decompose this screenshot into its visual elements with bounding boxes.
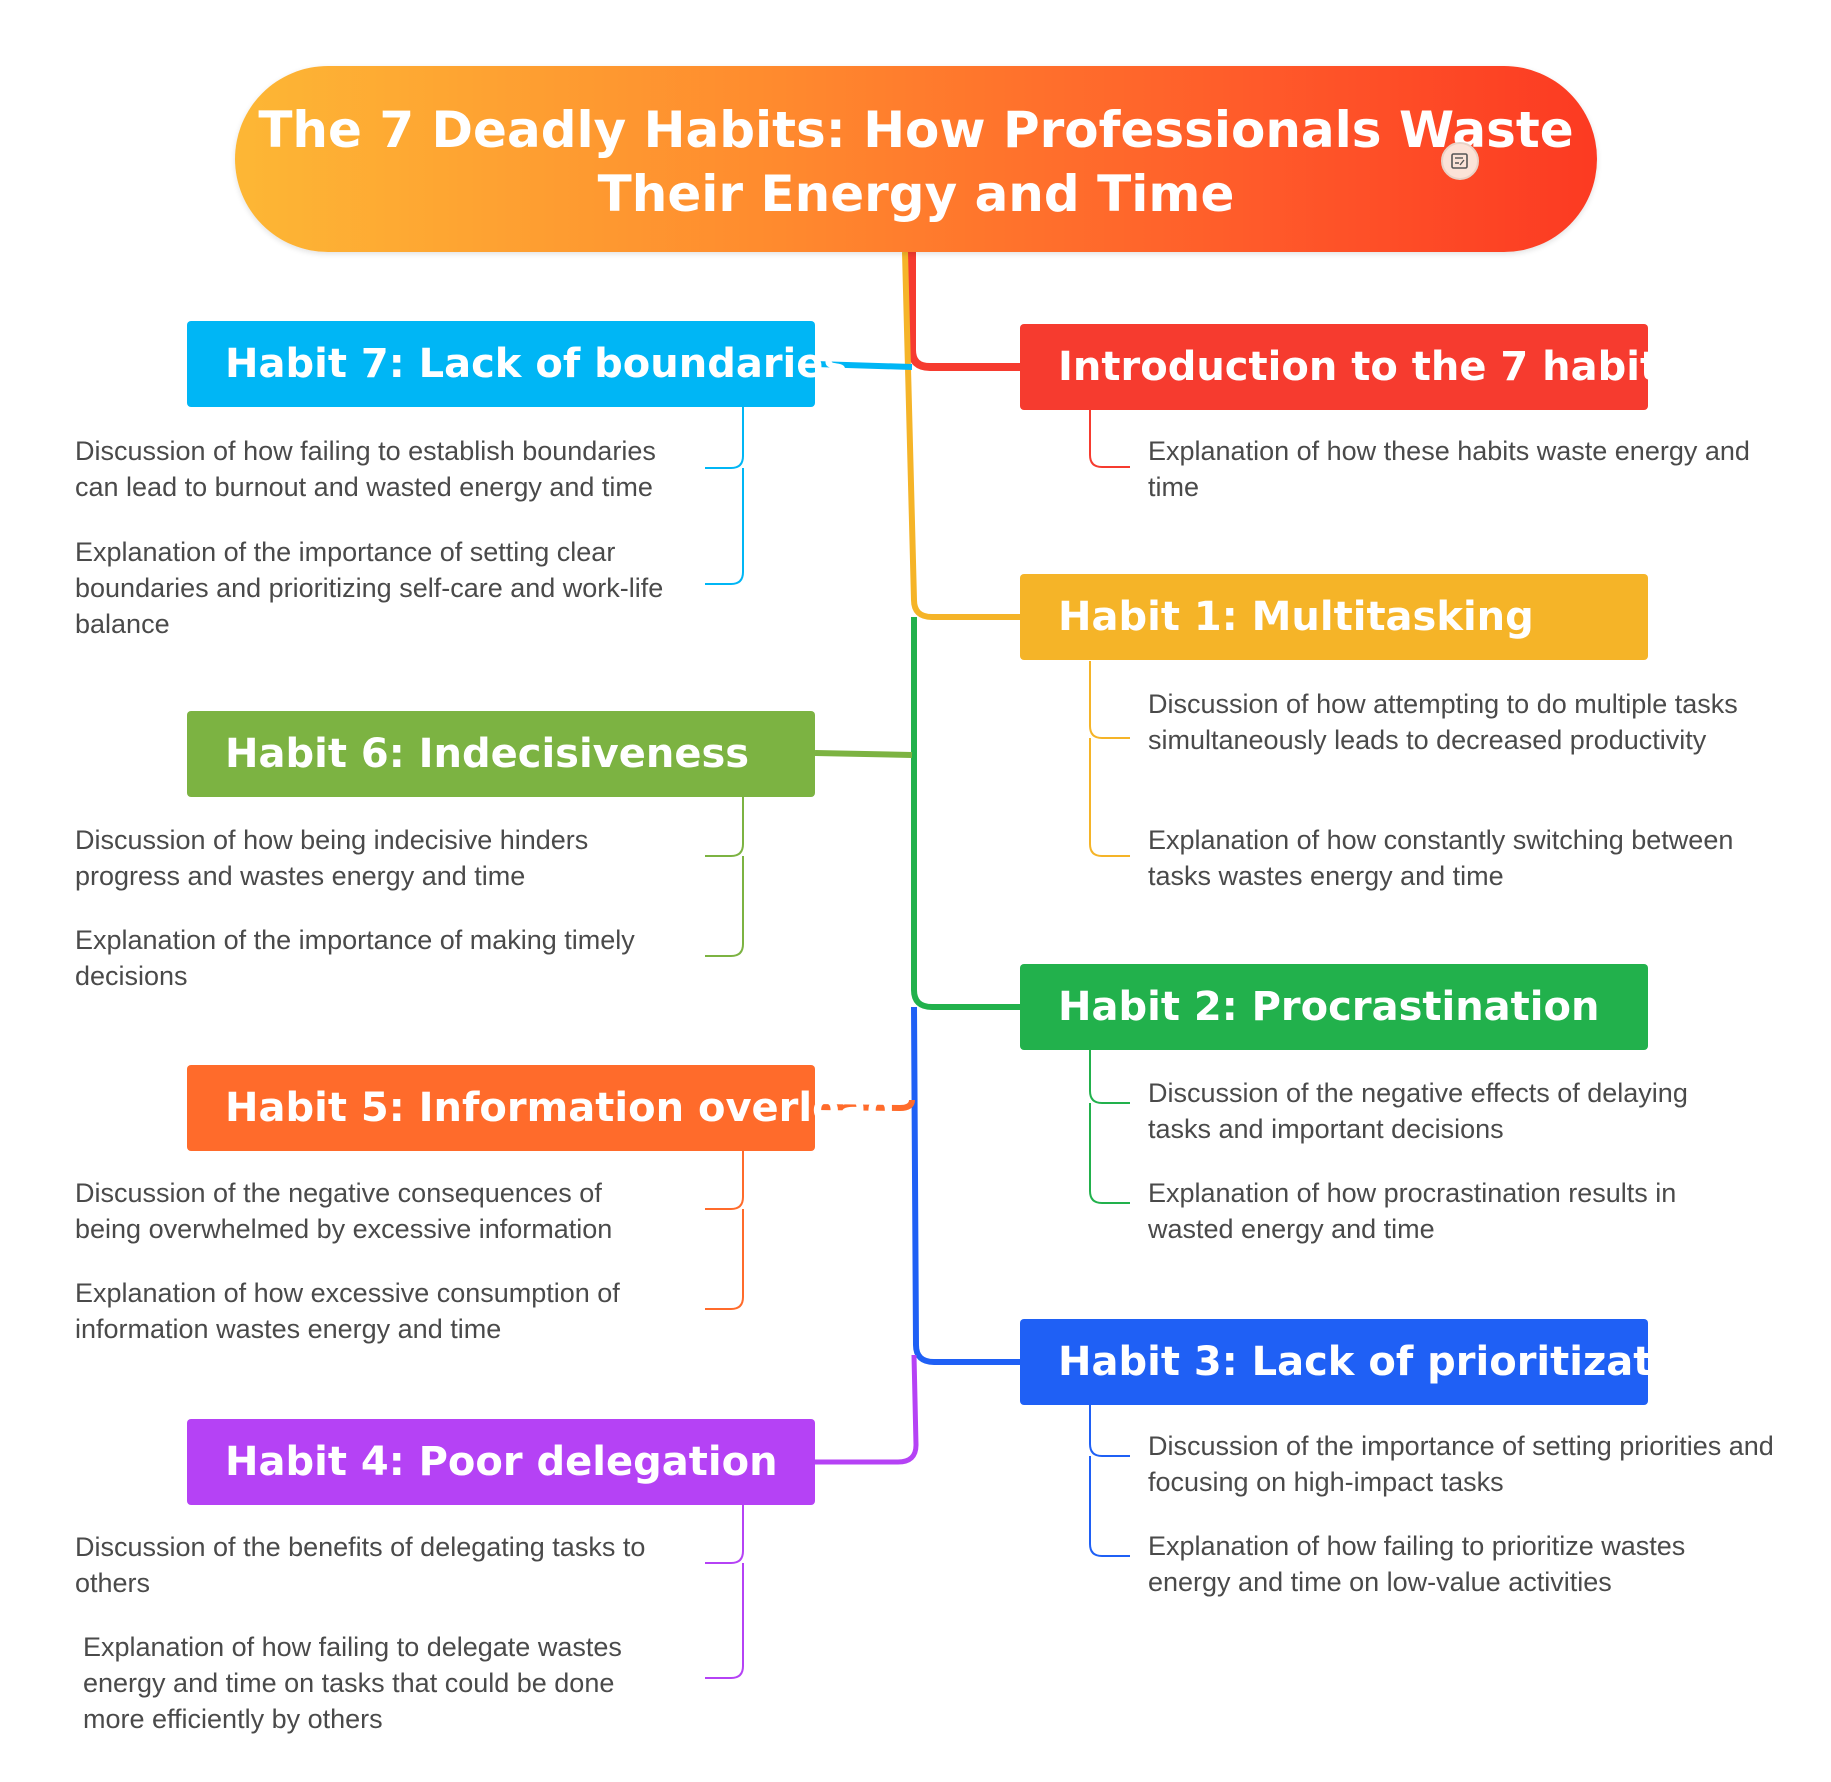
bracket-habit6-b	[705, 856, 744, 957]
trunk-intro	[908, 252, 1020, 371]
bracket-habit4-b	[705, 1563, 744, 1679]
trunk-habit3	[911, 1006, 1020, 1365]
habit2-detail-1: Discussion of the negative effects of de…	[1148, 1078, 1688, 1144]
topic-habit4[interactable]: Habit 4: Poor delegation	[187, 1419, 815, 1505]
branch-habit7	[814, 361, 913, 370]
bracket-habit2-a	[1089, 1050, 1130, 1104]
title-line-1: The 7 Deadly Habits: How Professionals W…	[258, 101, 1574, 159]
habit1-detail-2: Explanation of how constantly switching …	[1148, 825, 1734, 891]
habit5-detail-1: Discussion of the negative consequences …	[75, 1178, 613, 1244]
branch-habit4	[815, 1354, 919, 1465]
topic-intro[interactable]: Introduction to the 7 habits	[1020, 324, 1683, 410]
topic-habit7[interactable]: Habit 7: Lack of boundaries	[187, 321, 847, 407]
habit7-detail-1: Discussion of how failing to establish b…	[75, 436, 656, 502]
bracket-habit1-a	[1089, 661, 1130, 739]
topic-habit1[interactable]: Habit 1: Multitasking	[1020, 574, 1648, 660]
habit3-detail-1: Discussion of the importance of setting …	[1148, 1431, 1774, 1497]
habit5-detail-2: Explanation of how excessive consumption…	[75, 1278, 620, 1344]
title-line-2: Their Energy and Time	[597, 165, 1235, 223]
central-topic[interactable]: The 7 Deadly Habits: How Professionals W…	[235, 66, 1597, 252]
branch-habit6	[814, 750, 913, 758]
habit4-detail-1: Discussion of the benefits of delegating…	[75, 1532, 646, 1598]
topic-habit2-label: Habit 2: Procrastination	[1058, 984, 1600, 1030]
bracket-habit6-a	[705, 796, 744, 857]
bracket-habit5-a	[705, 1149, 744, 1210]
note-icon[interactable]	[1441, 142, 1479, 180]
bracket-habit3-a	[1089, 1403, 1130, 1457]
topic-habit6[interactable]: Habit 6: Indecisiveness	[187, 711, 815, 797]
habit7-detail-2: Explanation of the importance of setting…	[75, 537, 664, 639]
habit4-detail-2: Explanation of how failing to delegate w…	[83, 1632, 622, 1734]
bracket-habit3-b	[1089, 1456, 1130, 1557]
trunk-habit1	[902, 251, 1020, 620]
bracket-habit7-a	[705, 407, 744, 469]
bracket-habit1-b	[1089, 738, 1130, 857]
habit2-detail-2: Explanation of how procrastination resul…	[1148, 1178, 1677, 1244]
habit1-detail-1: Discussion of how attempting to do multi…	[1148, 689, 1738, 755]
topic-habit3[interactable]: Habit 3: Lack of prioritization	[1020, 1319, 1722, 1405]
trunk-habit2	[911, 617, 1020, 1010]
topic-habit7-label: Habit 7: Lack of boundaries	[225, 341, 848, 387]
intro-detail-1: Explanation of how these habits waste en…	[1148, 436, 1750, 502]
topic-habit1-label: Habit 1: Multitasking	[1058, 594, 1534, 640]
topic-habit3-label: Habit 3: Lack of prioritization	[1058, 1339, 1723, 1385]
topic-habit2[interactable]: Habit 2: Procrastination	[1020, 964, 1648, 1050]
habit6-detail-1: Discussion of how being indecisive hinde…	[75, 825, 589, 891]
topic-habit5[interactable]: Habit 5: Information overload	[187, 1065, 895, 1151]
bracket-intro	[1089, 407, 1130, 468]
bracket-habit4-a	[705, 1503, 744, 1564]
bracket-habit2-b	[1089, 1103, 1130, 1204]
bracket-habit7-b	[705, 468, 744, 585]
habit3-detail-2: Explanation of how failing to prioritize…	[1148, 1531, 1686, 1597]
topic-habit4-label: Habit 4: Poor delegation	[225, 1439, 778, 1485]
topic-habit5-label: Habit 5: Information overload	[225, 1085, 896, 1131]
habit6-detail-2: Explanation of the importance of making …	[75, 925, 635, 991]
topic-habit6-label: Habit 6: Indecisiveness	[225, 731, 750, 777]
note-glyph	[1451, 153, 1468, 169]
branch-habit5	[814, 1099, 915, 1112]
central-topic-title: The 7 Deadly Habits: How Professionals W…	[235, 98, 1597, 226]
bracket-habit5-b	[705, 1209, 744, 1310]
topic-intro-label: Introduction to the 7 habits	[1058, 344, 1683, 390]
